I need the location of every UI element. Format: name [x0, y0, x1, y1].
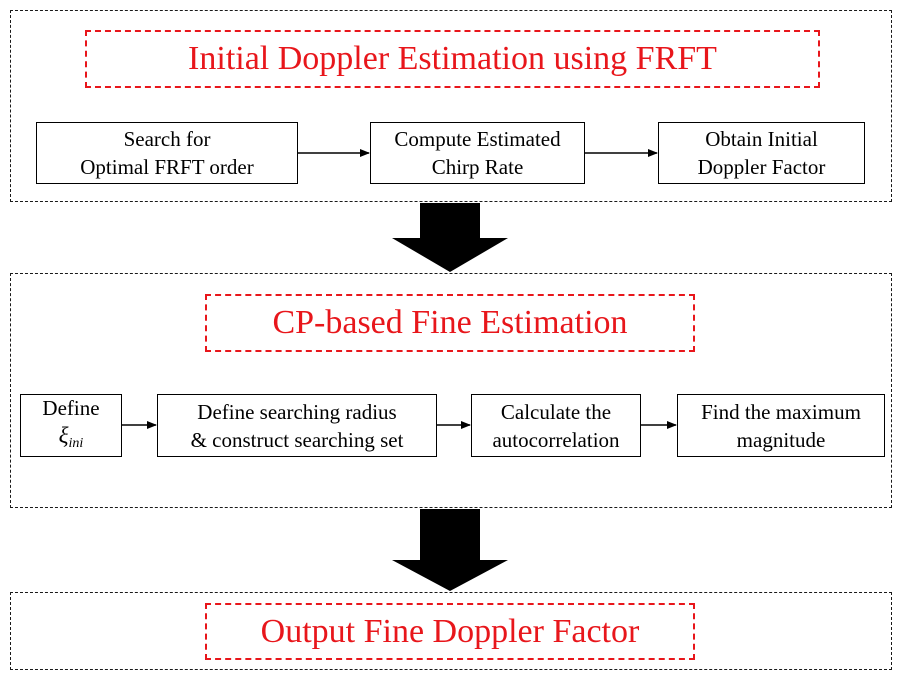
stage1-step3-line1: Obtain Initial — [705, 127, 818, 151]
stage2-step2-line2: & construct searching set — [190, 427, 404, 452]
stage1-title-text: Initial Doppler Estimation using FRFT — [188, 40, 717, 77]
stage1-step3-line2: Doppler Factor — [697, 155, 826, 179]
stage1-step1-line1: Search for — [123, 127, 211, 151]
xi-subscript: ini — [68, 435, 84, 451]
stage1-step3-box: Obtain Initial Doppler Factor — [658, 122, 865, 184]
stage2-step3-box: Calculate the autocorrelation — [471, 394, 641, 457]
stage1-step2-line2: Chirp Rate — [431, 155, 524, 179]
stage2-container — [10, 273, 892, 508]
stage2-title: CP-based Fine Estimation — [205, 294, 695, 352]
stage2-step1-line1: Define — [42, 395, 100, 420]
stage2-step4-line1: Find the maximum — [701, 399, 861, 424]
xi-ini-symbol: ξini — [59, 422, 84, 458]
stage2-step3-line2: autocorrelation — [492, 427, 620, 452]
stage2-title-text: CP-based Fine Estimation — [272, 304, 628, 341]
stage2-step2-line1: Define searching radius — [197, 399, 397, 424]
stage2-step4-line2: magnitude — [736, 427, 826, 452]
xi-symbol: ξ — [58, 422, 69, 448]
stage1-step1-line2: Optimal FRFT order — [80, 155, 254, 179]
stage3-title: Output Fine Doppler Factor — [205, 603, 695, 660]
big-down-arrow-2 — [392, 509, 508, 591]
stage1-step2-box: Compute Estimated Chirp Rate — [370, 122, 585, 184]
stage2-step2-box: Define searching radius & construct sear… — [157, 394, 437, 457]
stage2-step4-box: Find the maximum magnitude — [677, 394, 885, 457]
stage1-title: Initial Doppler Estimation using FRFT — [85, 30, 820, 88]
stage2-step3-line1: Calculate the — [500, 399, 612, 424]
stage1-step1-box: Search for Optimal FRFT order — [36, 122, 298, 184]
stage3-container — [10, 592, 892, 670]
stage3-title-text: Output Fine Doppler Factor — [260, 612, 640, 650]
stage1-step2-line1: Compute Estimated — [394, 127, 561, 151]
stage2-step1-box: Define ξini — [20, 394, 122, 457]
big-down-arrow-1 — [392, 203, 508, 272]
stage1-container — [10, 10, 892, 202]
